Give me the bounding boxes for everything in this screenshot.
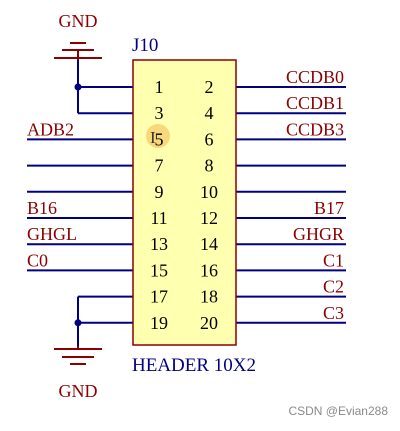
pin-number-19: 19: [150, 313, 168, 333]
net-label-ghgl: GHGL: [27, 224, 77, 244]
pin-number-2: 2: [205, 77, 214, 97]
pin-number-5: 5: [155, 129, 164, 149]
net-label-c0: C0: [27, 250, 48, 270]
gnd-power-symbol-bottom[interactable]: GND: [54, 346, 102, 401]
pin-number-14: 14: [200, 234, 218, 254]
net-label-ccdb0: CCDB0: [286, 67, 344, 87]
pin-number-18: 18: [200, 287, 218, 307]
pin-number-15: 15: [150, 260, 168, 280]
junction-dot-bottom: [74, 319, 82, 327]
pin-number-6: 6: [205, 129, 214, 149]
component-value: HEADER 10X2: [132, 355, 256, 376]
pin-number-9: 9: [155, 182, 164, 202]
net-label-b16: B16: [27, 198, 57, 218]
net-label-c3: C3: [323, 303, 344, 323]
net-label-c1: C1: [323, 250, 344, 270]
pin-number-8: 8: [205, 156, 214, 176]
net-label-b17: B17: [314, 198, 344, 218]
pin-number-13: 13: [150, 234, 168, 254]
pin-number-4: 4: [205, 103, 214, 123]
net-label-c2: C2: [323, 277, 344, 297]
net-label-ghgr: GHGR: [293, 224, 344, 244]
pin-number-3: 3: [155, 103, 164, 123]
net-label-ccdb1: CCDB1: [286, 93, 344, 113]
net-label-adb2: ADB2: [27, 119, 74, 139]
header-body[interactable]: [132, 59, 237, 346]
pin-number-1: 1: [155, 77, 164, 97]
cursor-highlight: [146, 124, 170, 148]
pin-number-10: 10: [200, 182, 218, 202]
gnd-power-symbol-top[interactable]: GND: [54, 11, 102, 60]
text-cursor-icon: I: [150, 128, 156, 147]
gnd-label-bottom: GND: [59, 381, 98, 401]
net-label-ccdb3: CCDB3: [286, 119, 344, 139]
gnd-label-top: GND: [59, 11, 98, 31]
pin-number-7: 7: [155, 156, 164, 176]
junction-dot-top: [74, 83, 82, 91]
pin-number-11: 11: [150, 208, 167, 228]
component-designator: J10: [132, 35, 158, 56]
wires: [27, 60, 346, 346]
pin-number-20: 20: [200, 313, 218, 333]
watermark: CSDN @Evian288: [288, 404, 388, 418]
pin-number-12: 12: [200, 208, 218, 228]
pin-number-17: 17: [150, 287, 168, 307]
pin-number-16: 16: [200, 260, 218, 280]
